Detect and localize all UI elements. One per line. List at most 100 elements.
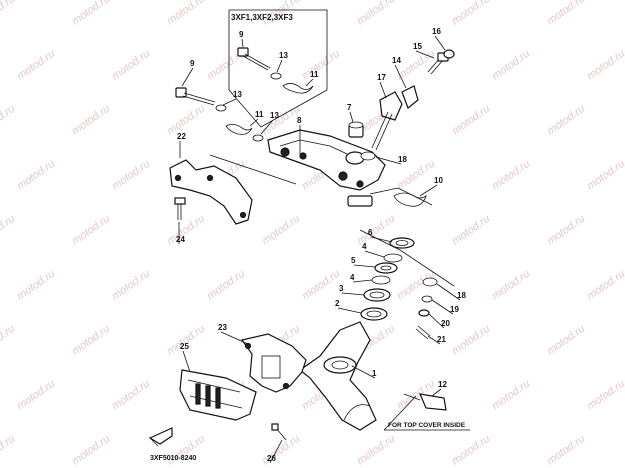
front-arrow-icon: [148, 427, 173, 447]
watermark-text: motod.ru: [205, 268, 247, 303]
watermark-text: motod.ru: [490, 48, 532, 83]
under-bracket-1: [298, 321, 377, 431]
callout-label-8: 8: [297, 116, 302, 125]
callout-leader-21: [427, 335, 441, 345]
callout-leader-13: [260, 119, 274, 135]
watermark-text: motod.ru: [355, 0, 397, 27]
watermark-text: motod.ru: [15, 158, 57, 193]
watermark-text: motod.ru: [165, 103, 207, 138]
watermark-text: motod.ru: [165, 323, 207, 358]
watermark-text: motod.ru: [300, 268, 342, 303]
callout-label-5: 5: [351, 256, 356, 265]
callout-label-13: 13: [279, 51, 288, 60]
watermark-text: motod.ru: [70, 323, 112, 358]
watermark-text: motod.ru: [15, 48, 57, 83]
callout-label-3: 3: [339, 284, 344, 293]
band-12: [403, 393, 447, 411]
watermark-text: motod.ru: [165, 433, 207, 468]
callout-label-6: 6: [368, 228, 373, 237]
callout-label-20: 20: [441, 319, 450, 328]
watermark-text: motod.ru: [585, 378, 625, 413]
callout-label-17: 17: [377, 73, 386, 82]
watermark-text: motod.ru: [490, 158, 532, 193]
watermark-text: motod.ru: [545, 433, 587, 468]
watermark-text: motod.ru: [0, 103, 17, 138]
callout-leader-9: [181, 67, 194, 87]
washer-18-lower: [422, 277, 438, 287]
note-text: FOR TOP COVER INSIDE: [388, 422, 466, 429]
headlight-stay-22: [169, 159, 253, 225]
watermark-text: motod.ru: [110, 268, 152, 303]
washer-13-inset: [270, 72, 282, 80]
callout-leader-9: [241, 38, 244, 48]
callout-leader-14: [394, 64, 407, 89]
callout-label-19: 19: [450, 305, 459, 314]
callout-label-26: 26: [267, 454, 276, 463]
watermark-text: motod.ru: [585, 268, 625, 303]
headlight-bracket-23: [240, 333, 307, 393]
cap-16: [443, 49, 455, 59]
callout-label-21: 21: [437, 335, 446, 344]
callout-leader-4: [352, 279, 373, 283]
watermark-text: motod.ru: [15, 378, 57, 413]
watermark-text: motod.ru: [110, 158, 152, 193]
callout-leader-10: [419, 184, 438, 197]
callout-label-25: 25: [180, 342, 189, 351]
callout-leader-11: [305, 78, 314, 87]
watermark-text: motod.ru: [450, 433, 492, 468]
collar-20: [418, 309, 430, 317]
catalog-code: 3XF5010-8240: [150, 455, 196, 462]
clip-11-inset: [282, 83, 314, 94]
callout-leader-20: [428, 313, 445, 329]
bolt-9-inset: [237, 47, 271, 71]
callout-leader-2: [337, 307, 362, 314]
bracket-14: [401, 85, 419, 109]
watermark-text: motod.ru: [0, 433, 17, 468]
nut-7: [348, 121, 364, 138]
callout-label-16: 16: [432, 27, 441, 36]
callout-label-13: 13: [233, 90, 242, 99]
watermark-text: motod.ru: [70, 103, 112, 138]
washer-4b: [371, 275, 391, 285]
watermark-text: motod.ru: [545, 213, 587, 248]
callout-leader-3: [341, 292, 365, 296]
callout-leader-25: [182, 350, 191, 373]
watermark-text: motod.ru: [260, 213, 302, 248]
ring-nut-5: [374, 262, 398, 274]
callout-leader-5: [353, 264, 376, 268]
callout-leader-26: [269, 439, 283, 464]
callout-label-11: 11: [255, 110, 264, 119]
upper-bracket-8: [267, 129, 386, 207]
callout-label-12: 12: [438, 380, 447, 389]
callout-label-7: 7: [347, 103, 352, 112]
watermark-text: motod.ru: [110, 48, 152, 83]
watermark-text: motod.ru: [0, 213, 17, 248]
callout-label-1: 1: [372, 369, 377, 378]
callout-label-2: 2: [335, 299, 340, 308]
watermark-text: motod.ru: [165, 213, 207, 248]
callout-label-18: 18: [457, 291, 466, 300]
variant-inset: 3XF1,3XF2,3XF3: [228, 9, 328, 128]
callout-leader-18: [375, 156, 402, 165]
watermark-text: motod.ru: [545, 323, 587, 358]
bolt-21: [415, 325, 431, 340]
callout-leader-15: [415, 50, 435, 59]
callout-label-18: 18: [398, 155, 407, 164]
watermark-text: motod.ru: [490, 378, 532, 413]
holder-17: [371, 91, 403, 151]
callout-label-24: 24: [176, 235, 185, 244]
callout-leader-13: [276, 59, 283, 73]
watermark-text: motod.ru: [545, 0, 587, 27]
callout-leader-23: [220, 331, 249, 345]
cover-25: [179, 369, 257, 421]
callout-leader-7: [349, 111, 354, 123]
watermark-text: motod.ru: [15, 268, 57, 303]
callout-label-4: 4: [362, 242, 367, 251]
callout-leader-12: [431, 388, 442, 397]
watermark-text: motod.ru: [165, 0, 207, 27]
callout-leader-13: [222, 98, 237, 106]
washer-18-upper: [360, 151, 376, 161]
callout-leader-18: [436, 283, 461, 301]
callout-label-10: 10: [434, 176, 443, 185]
callout-leader-16: [434, 35, 446, 51]
